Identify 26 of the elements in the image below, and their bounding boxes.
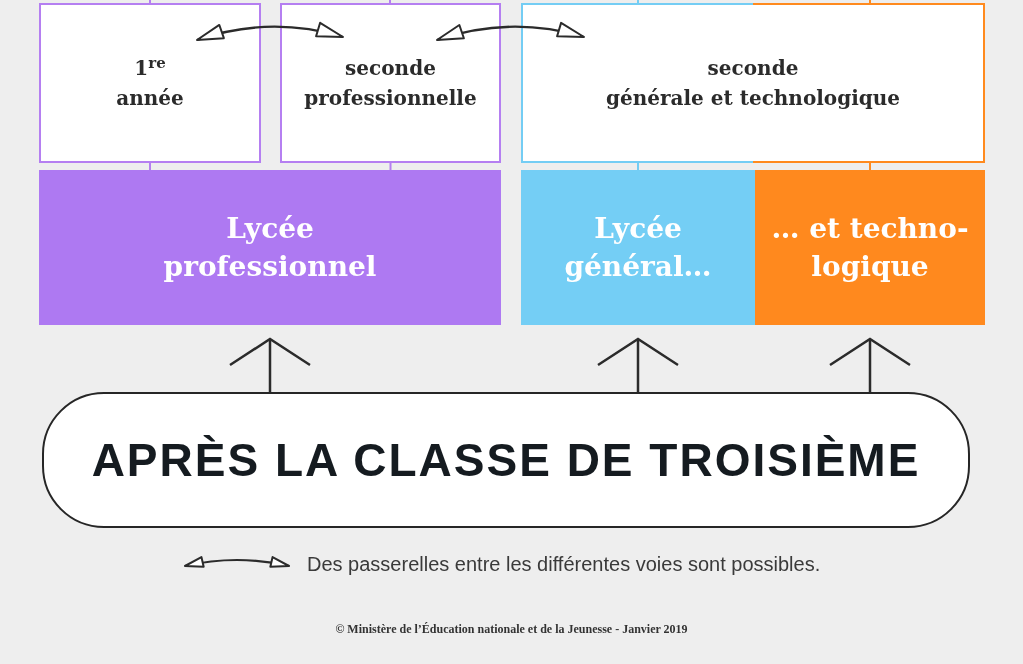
- block-label: Lycée professionnel: [162, 210, 378, 285]
- class-level-box: [39, 3, 261, 163]
- arrow: [596, 337, 680, 392]
- double-headed-arrow: [436, 22, 585, 42]
- class-level-box: [521, 3, 985, 163]
- connector-line: [637, 0, 639, 4]
- copyright-note: © Ministère de l’Éducation nationale et de la Jeunesse - Janvier 2019: [335, 621, 688, 638]
- connector-line: [389, 0, 391, 4]
- double-headed-arrow: [196, 22, 344, 42]
- connector-line: [869, 162, 871, 171]
- connector-line: [149, 162, 151, 171]
- connector-line: [637, 162, 639, 171]
- school-track-block: [39, 170, 501, 325]
- arrow: [228, 337, 312, 392]
- block-label: Lycée général…: [563, 210, 713, 285]
- class-level-box: [280, 3, 501, 163]
- connector-line: [869, 0, 871, 4]
- legend-text: Des passerelles entre les différentes voies sont possibles.: [307, 552, 821, 576]
- banner-title: APRÈS LA CLASSE DE TROISIÈME: [90, 433, 922, 487]
- box-label: seconde générale et technologique: [605, 55, 901, 112]
- box-label: seconde professionnelle: [303, 55, 478, 112]
- box-label: 1$^{re}$ année: [115, 53, 185, 112]
- connector-line: [389, 162, 392, 171]
- block-label: … et techno- logique: [770, 210, 970, 285]
- arrow: [828, 337, 912, 392]
- connector-line: [149, 0, 151, 4]
